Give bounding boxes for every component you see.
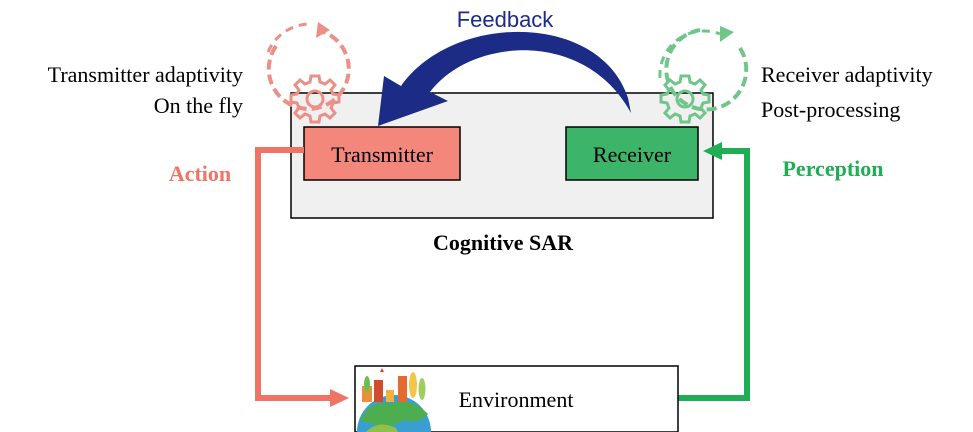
feedback-arrow [378, 31, 631, 127]
transmitter-box [303, 126, 461, 181]
action-label: Action [169, 161, 231, 186]
feedback-label: Feedback [457, 7, 555, 32]
receiver-label: Receiver [593, 142, 672, 167]
perception-arrow [678, 148, 750, 401]
perception-arrowhead [703, 142, 722, 160]
receiver-gear-cycle-icon [658, 26, 749, 124]
earth-landscape-icon [357, 368, 431, 432]
receiver-box [565, 126, 699, 181]
post-processing-label: Post-processing [761, 97, 900, 122]
transmitter-adaptivity-label: Transmitter adaptivity [48, 62, 243, 87]
environment-label: Environment [459, 387, 574, 412]
on-the-fly-label: On the fly [154, 93, 243, 118]
cognitive-sar-label: Cognitive SAR [433, 230, 574, 255]
receiver-adaptivity-label: Receiver adaptivity [761, 62, 933, 87]
action-arrow [255, 147, 332, 401]
transmitter-label: Transmitter [331, 142, 434, 167]
transmitter-gear-cycle-icon [266, 22, 351, 124]
perception-label: Perception [782, 156, 883, 181]
action-arrowhead [330, 389, 349, 407]
